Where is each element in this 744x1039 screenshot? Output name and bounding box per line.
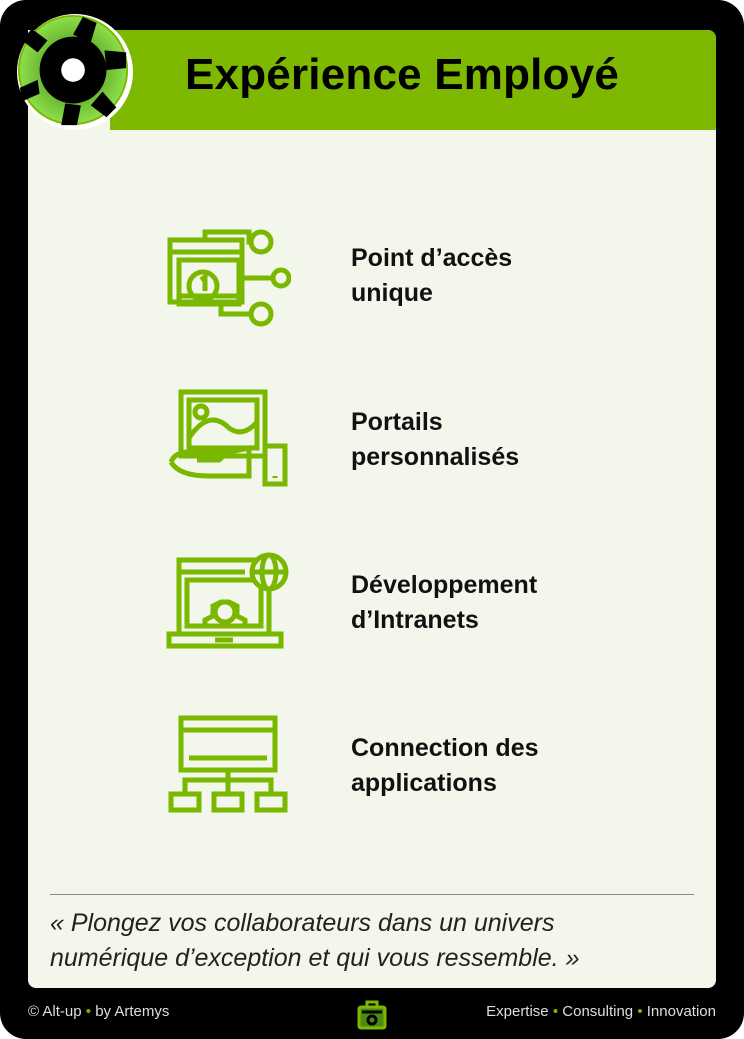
- feature-label: applications: [351, 769, 497, 797]
- footer-right: Expertise • Consulting • Innovation: [486, 1003, 716, 1020]
- feature-label: unique: [351, 279, 433, 307]
- feature-app-connection: Connection des applications: [165, 714, 645, 814]
- tagline-consulting: Consulting: [562, 1003, 634, 1020]
- app-network-icon: [168, 715, 288, 813]
- quote-line: « Plongez vos collaborateurs dans un uni…: [50, 909, 555, 937]
- toolbox-logo-icon: [357, 1000, 387, 1030]
- separator: •: [552, 1003, 559, 1020]
- feature-label: Connection des: [351, 734, 539, 762]
- feature-custom-portals: Portails personnalisés: [165, 388, 645, 488]
- feature-intranets: Développement d’Intranets: [165, 550, 645, 650]
- single-access-icon: [167, 229, 291, 327]
- page-title: Expérience Employé: [185, 50, 620, 99]
- feature-single-access: Point d’accès unique: [165, 228, 645, 328]
- content-panel: [28, 30, 716, 988]
- divider: [50, 894, 694, 895]
- feature-label: Point d’accès: [351, 244, 513, 272]
- quote: « Plongez vos collaborateurs dans un uni…: [50, 906, 690, 976]
- tagline-innovation: Innovation: [646, 1003, 716, 1020]
- feature-label: Développement: [351, 571, 538, 599]
- copyright: © Alt-up: [28, 1003, 82, 1020]
- intranet-laptop-icon: [166, 552, 289, 649]
- feature-label: personnalisés: [351, 443, 520, 471]
- feature-label: d’Intranets: [351, 606, 479, 634]
- header-bar: [110, 30, 716, 130]
- feature-label: Portails: [351, 408, 443, 436]
- tagline-expertise: Expertise: [486, 1003, 549, 1020]
- quote-line: numérique d’exception et qui vous ressem…: [50, 944, 580, 972]
- footer-left: © Alt-up • by Artemys: [28, 1003, 169, 1020]
- byline: by Artemys: [95, 1003, 170, 1020]
- separator: •: [85, 1003, 92, 1020]
- alt-up-logo-icon: [16, 13, 134, 131]
- separator: •: [637, 1003, 643, 1020]
- portal-hand-icon: [168, 389, 288, 487]
